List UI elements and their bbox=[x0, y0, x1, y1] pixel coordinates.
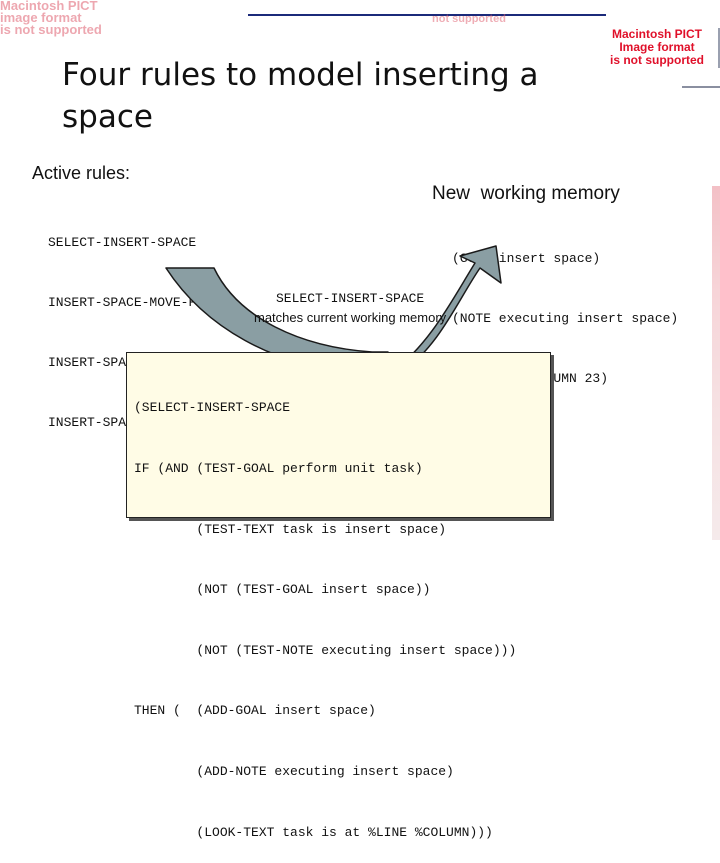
pict-line-2: Image format bbox=[619, 40, 695, 54]
code-line: (TEST-TEXT task is insert space) bbox=[134, 521, 447, 537]
code-line: (ADD-NOTE executing insert space) bbox=[134, 764, 454, 780]
working-memory-label: New working memory bbox=[432, 183, 620, 204]
pict-placeholder-faded: Macintosh PICT image format is not suppo… bbox=[0, 0, 102, 37]
right-curved-arrow bbox=[391, 245, 502, 373]
rule-item: SELECT-INSERT-SPACE bbox=[48, 235, 197, 250]
pict-border bbox=[718, 28, 720, 68]
decorative-rule bbox=[682, 86, 720, 88]
rule-item: INSERT-SPACE-MOVE-FIRST bbox=[48, 295, 228, 310]
wm-item: (NOTE executing insert space) bbox=[452, 311, 679, 326]
code-line: (SELECT-INSERT-SPACE bbox=[134, 400, 291, 416]
pict-placeholder: Macintosh PICT Image format is not suppo… bbox=[594, 28, 720, 68]
matched-rule-name: SELECT-INSERT-SPACE bbox=[276, 291, 425, 306]
pict-line-3: is not supported bbox=[610, 53, 704, 67]
code-line: (NOT (TEST-GOAL insert space)) bbox=[134, 582, 431, 598]
top-divider bbox=[248, 14, 606, 16]
code-line: IF (AND (TEST-GOAL perform unit task) bbox=[134, 461, 423, 477]
match-description: matches current working memory bbox=[254, 310, 447, 325]
pict-line-1: Macintosh PICT bbox=[611, 27, 702, 41]
production-rule-box: (SELECT-INSERT-SPACE IF (AND (TEST-GOAL … bbox=[126, 352, 551, 840]
code-line: (NOT (TEST-NOTE executing insert space))… bbox=[134, 642, 517, 658]
pict-placeholder-faded-mid: not supported bbox=[432, 14, 506, 24]
active-rules-label: Active rules: bbox=[32, 163, 131, 183]
code-line: THEN ( (ADD-GOAL insert space) bbox=[134, 703, 376, 719]
code-line: (LOOK-TEXT task is at %LINE %COLUMN))) bbox=[134, 824, 493, 840]
decorative-strip bbox=[712, 186, 720, 540]
slide-title: Four rules to model inserting a space bbox=[62, 57, 539, 135]
